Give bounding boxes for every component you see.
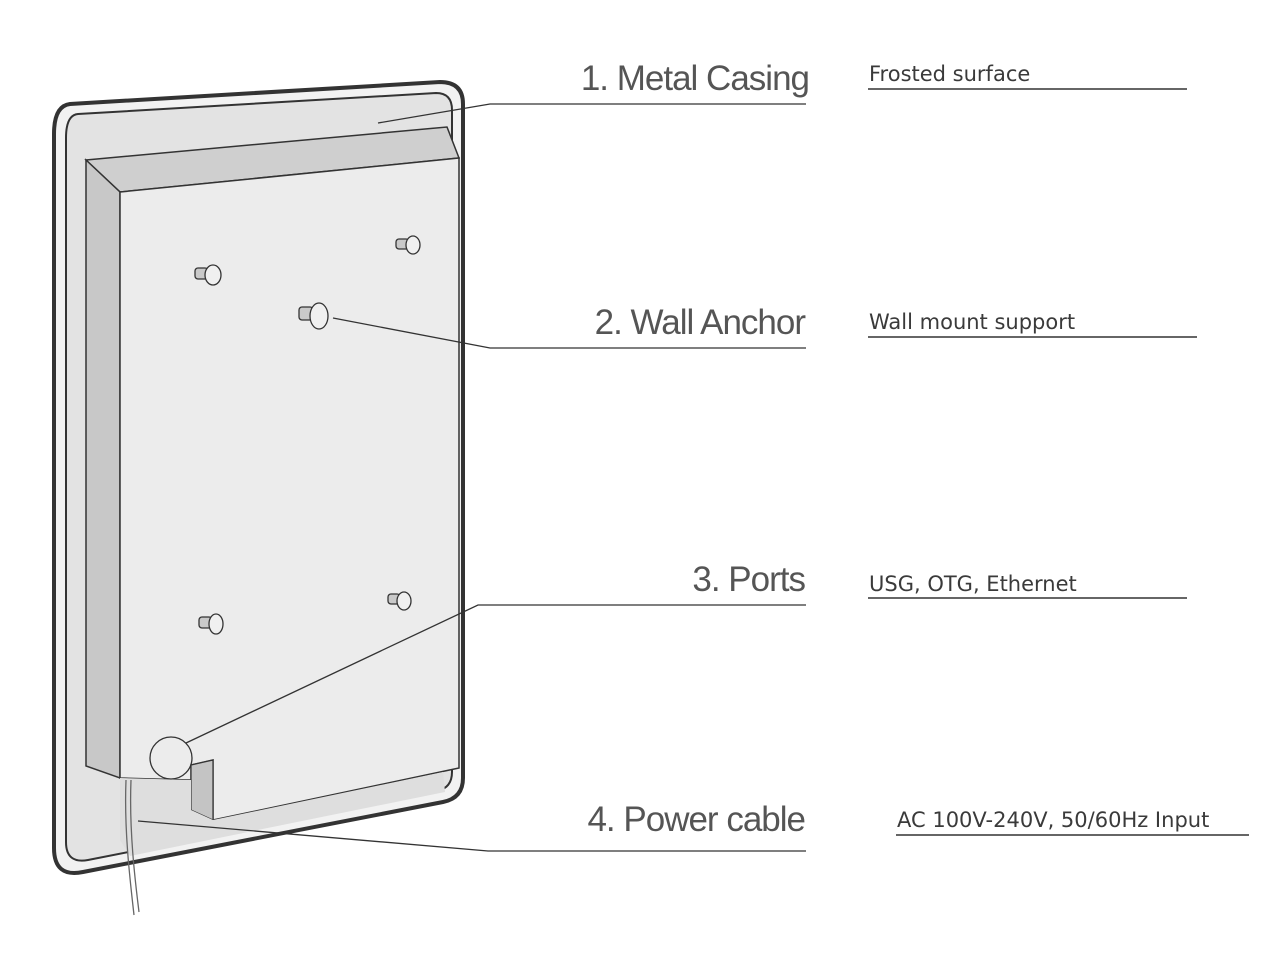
leader-line-ports <box>185 604 806 744</box>
description-underlines <box>868 88 1249 836</box>
anchor-peg <box>395 235 421 255</box>
callout-desc-wall-mount: Wall mount support <box>869 310 1076 334</box>
callout-label-power-cable: 4. Power cable <box>587 800 806 839</box>
wall-anchor-pegs <box>194 235 421 635</box>
callout-desc-power-input: AC 100V-240V, 50/60Hz Input <box>897 808 1210 832</box>
callout-desc-frosted-surface: Frosted surface <box>869 62 1031 86</box>
panel-left-face <box>85 158 121 780</box>
casing-bottom-strip <box>120 772 445 856</box>
ports-marker <box>149 736 193 780</box>
anchor-peg <box>194 264 222 286</box>
anchor-peg <box>298 302 329 330</box>
anchor-peg <box>387 591 412 611</box>
leader-line-metal-casing <box>377 103 806 124</box>
leader-line-wall-anchor <box>332 317 806 349</box>
callout-label-ports: 3. Ports <box>692 560 806 599</box>
callout-label-wall-anchor: 2. Wall Anchor <box>594 303 806 342</box>
leader-line-power-cable <box>137 820 806 852</box>
port-recess <box>190 759 214 821</box>
power-cable <box>124 779 140 916</box>
back-panel <box>119 157 460 821</box>
callout-label-metal-casing: 1. Metal Casing <box>580 59 810 98</box>
callout-desc-ports: USG, OTG, Ethernet <box>869 572 1077 596</box>
anchor-peg <box>198 613 224 635</box>
leader-lines <box>137 103 806 852</box>
